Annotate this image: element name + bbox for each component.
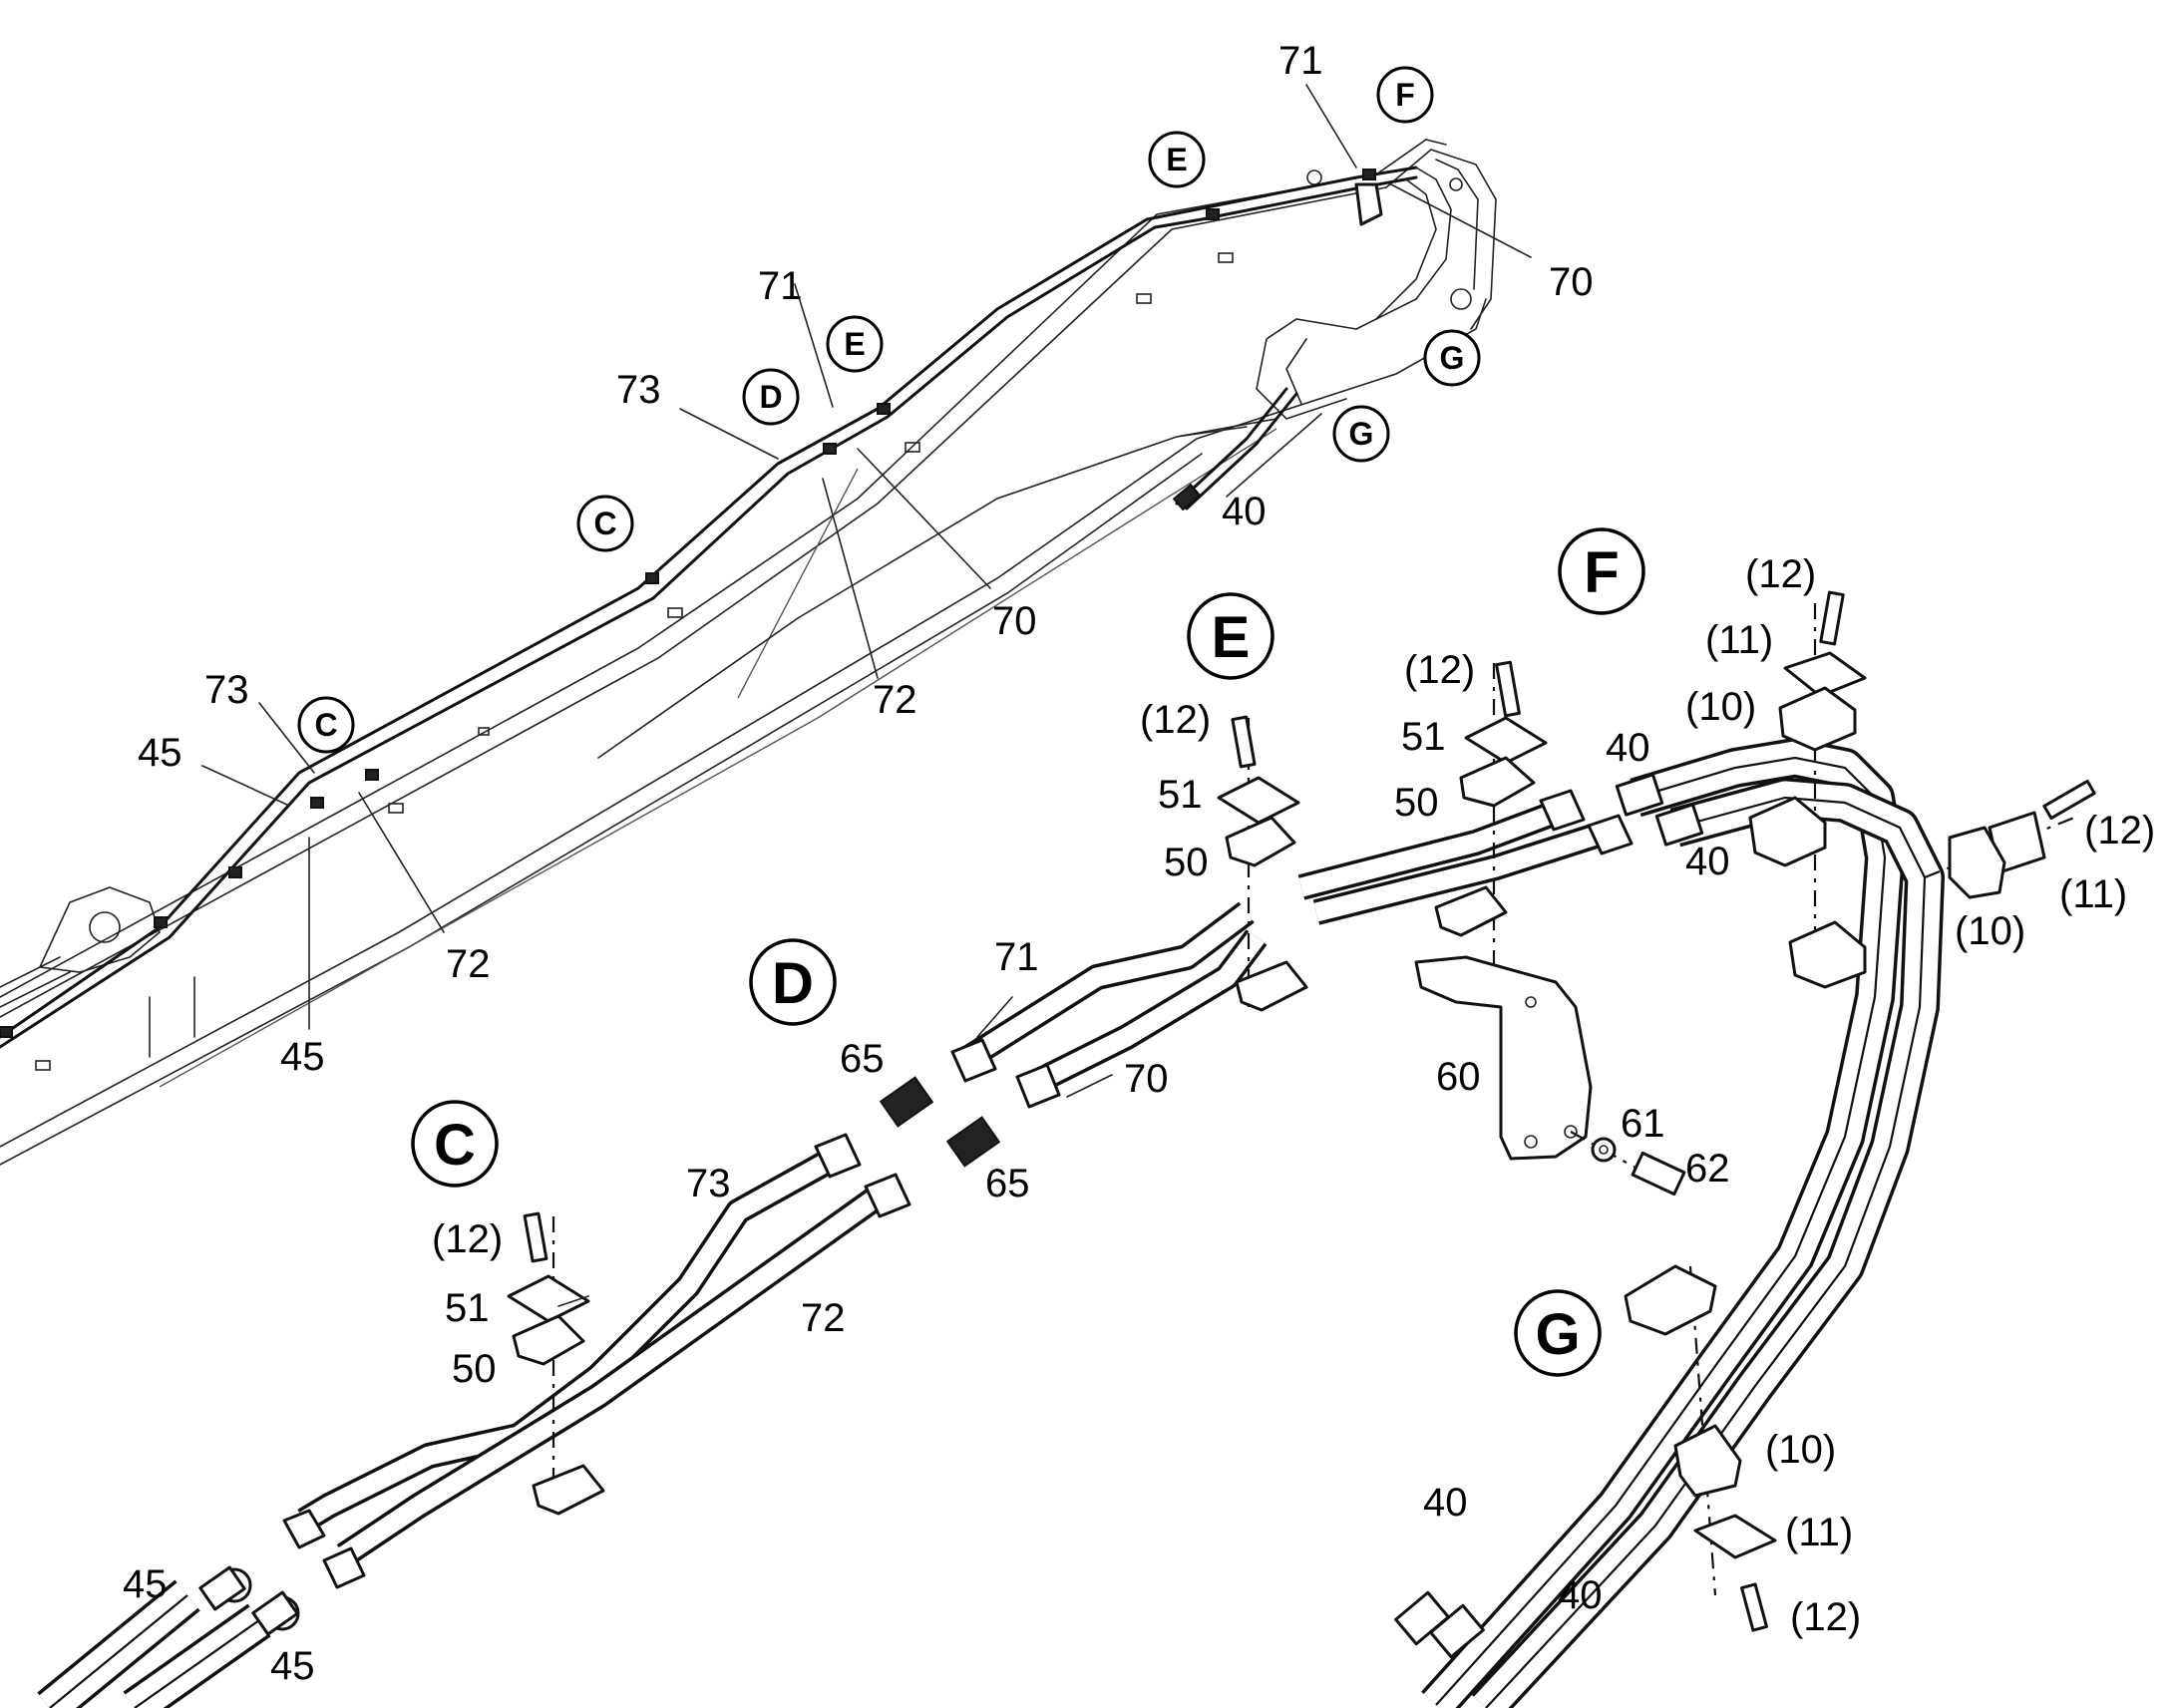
callout-c-2: C xyxy=(297,696,355,754)
detail-leaders xyxy=(557,996,1113,1307)
detail-e-labels: (12) 51 50 xyxy=(1140,698,1211,884)
svg-text:C: C xyxy=(314,707,337,743)
e-label-51: 51 xyxy=(1158,773,1203,817)
d-label-65-top: 65 xyxy=(840,1037,885,1081)
boom-label-73-mid: 73 xyxy=(616,368,661,412)
f-label-60: 60 xyxy=(1436,1055,1481,1099)
f-label-50: 50 xyxy=(1394,781,1439,825)
c-label-12: (12) xyxy=(432,1217,503,1261)
e-label-12: (12) xyxy=(1140,698,1211,742)
detail-f-labels: (12) 51 50 40 40 (12) (11) (10) (12) (11… xyxy=(1394,552,2155,1191)
detail-d-labels: 71 65 70 73 65 72 xyxy=(686,935,1169,1340)
boom-label-71-top: 71 xyxy=(1278,39,1323,83)
svg-text:G: G xyxy=(1440,340,1465,376)
d-label-73: 73 xyxy=(686,1162,731,1205)
boom-label-45-bottom: 45 xyxy=(280,1035,325,1079)
f-label-11-right: (11) xyxy=(2059,872,2127,916)
g-label-40-left: 40 xyxy=(1423,1481,1468,1525)
g-label-40-right: 40 xyxy=(1558,1573,1603,1617)
c-label-45-b: 45 xyxy=(270,1644,315,1688)
d-label-71: 71 xyxy=(994,935,1039,979)
callout-c-1: C xyxy=(576,495,634,552)
boom-lines xyxy=(0,166,1452,1049)
boom-structure xyxy=(0,139,1497,1166)
callout-d-1: D xyxy=(742,368,800,426)
d-label-72: 72 xyxy=(801,1296,846,1340)
boom-label-72-mid: 72 xyxy=(873,678,917,722)
f-label-11-top: (11) xyxy=(1705,618,1773,662)
svg-text:E: E xyxy=(844,326,865,362)
svg-text:C: C xyxy=(434,1113,476,1178)
d-label-70: 70 xyxy=(1124,1057,1169,1101)
f-label-12-top: (12) xyxy=(1745,552,1816,596)
svg-text:C: C xyxy=(593,506,616,541)
callout-e-1: E xyxy=(1148,131,1206,188)
d-label-65-bottom: 65 xyxy=(985,1162,1030,1205)
svg-text:F: F xyxy=(1395,77,1415,113)
e-label-50: 50 xyxy=(1164,841,1209,884)
boom-label-45-low: 45 xyxy=(138,731,182,775)
boom-label-40: 40 xyxy=(1222,490,1267,533)
f-label-62: 62 xyxy=(1685,1147,1730,1191)
detail-marker-e: E xyxy=(1187,592,1274,680)
f-label-40-top: 40 xyxy=(1606,726,1650,770)
svg-text:D: D xyxy=(759,379,782,415)
c-label-45-a: 45 xyxy=(123,1562,168,1606)
boom-label-72-low: 72 xyxy=(446,942,491,986)
svg-text:E: E xyxy=(1212,605,1251,670)
detail-marker-c: C xyxy=(411,1100,499,1188)
c-label-51: 51 xyxy=(445,1286,490,1330)
boom-label-71-mid: 71 xyxy=(758,264,803,308)
svg-text:D: D xyxy=(772,951,814,1016)
g-label-11: (11) xyxy=(1785,1511,1853,1554)
boom-label-70-top: 70 xyxy=(1549,260,1594,304)
svg-text:E: E xyxy=(1166,142,1187,177)
callout-g-2: G xyxy=(1332,405,1390,463)
f-label-10-top: (10) xyxy=(1685,685,1756,729)
boom-label-70-mid: 70 xyxy=(992,599,1037,643)
f-label-10-right: (10) xyxy=(1955,909,2025,953)
boom-leaders xyxy=(201,84,1532,1030)
g-label-10: (10) xyxy=(1765,1428,1836,1472)
detail-g-labels: (10) (11) (12) 40 40 xyxy=(1423,1428,1861,1639)
c-label-50: 50 xyxy=(452,1347,497,1391)
svg-text:F: F xyxy=(1584,540,1619,605)
detail-view-markers: C D E F G xyxy=(411,527,1645,1377)
callout-e-2: E xyxy=(826,315,884,373)
clamp-assemblies xyxy=(507,590,2096,1632)
svg-text:G: G xyxy=(1349,416,1374,452)
callout-g-1: G xyxy=(1423,329,1481,387)
boom-part-labels: 71 70 71 73 70 72 73 45 72 45 40 xyxy=(138,39,1594,1079)
f-label-61: 61 xyxy=(1621,1102,1665,1146)
f-label-51: 51 xyxy=(1401,715,1446,759)
f-label-12-right: (12) xyxy=(2084,809,2155,853)
callout-f-1: F xyxy=(1376,66,1434,124)
detail-marker-g: G xyxy=(1514,1289,1602,1377)
f-label-40-bottom: 40 xyxy=(1685,840,1730,883)
boom-callout-circles: E F E D C C G G xyxy=(297,66,1481,754)
detail-cd-tubes xyxy=(37,738,1945,1708)
detail-marker-d: D xyxy=(749,938,837,1026)
detail-marker-f: F xyxy=(1558,527,1645,615)
svg-text:G: G xyxy=(1535,1302,1580,1367)
g-label-12: (12) xyxy=(1790,1595,1861,1639)
detail-c-labels: (12) 51 50 45 45 xyxy=(123,1217,503,1688)
boom-label-73-low: 73 xyxy=(204,668,249,712)
f-label-12-left: (12) xyxy=(1404,648,1475,692)
